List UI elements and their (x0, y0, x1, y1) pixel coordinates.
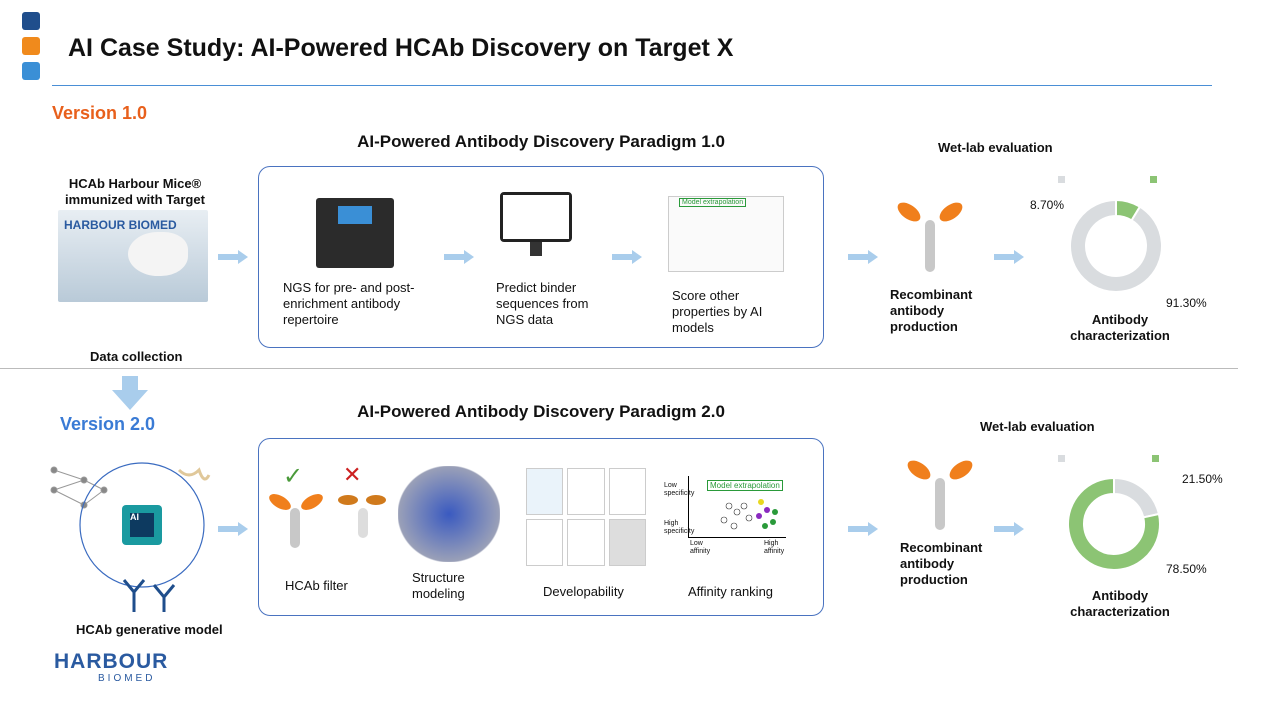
down-arrow-icon (112, 376, 148, 410)
characterization-1-label: Antibody characterization (1070, 312, 1170, 343)
data-collection-label: Data collection (90, 349, 183, 364)
logo-square-blue (22, 62, 40, 80)
logo-square-dark (22, 12, 40, 30)
flow-arrow-icon (218, 250, 248, 264)
donut2-label-green: 78.50% (1166, 562, 1207, 576)
donut-chart-2 (1067, 476, 1161, 571)
characterization-2-label: Antibody characterization (1070, 588, 1170, 619)
flow-arrow-icon (994, 250, 1024, 264)
antibody-icon-2 (907, 460, 973, 530)
axis-low-aff: Low affinity (690, 540, 711, 555)
step-affinity: Affinity ranking (688, 584, 774, 599)
mouse-shape (128, 232, 188, 276)
hcab-antibodies-icon (269, 494, 386, 548)
donut-slice-1 (1067, 476, 1161, 571)
donut-slice-1 (1069, 198, 1163, 293)
paradigm-2-box (258, 438, 824, 616)
flow-arrow-icon (218, 522, 248, 536)
step-hcab-filter: HCAb filter (285, 578, 348, 593)
axis-low-spec: Low specificity (664, 482, 695, 497)
logo-square-orange (22, 37, 40, 55)
legend-green-swatch (1150, 176, 1157, 183)
legend-gray-swatch (1058, 176, 1065, 183)
generative-model-diagram (50, 462, 211, 612)
flow-arrow-icon (994, 522, 1024, 536)
model-extrapolation-label: Model extrapolation (679, 198, 747, 207)
cross-icon: ✕ (343, 462, 362, 487)
score-plot: Model extrapolation (668, 196, 784, 272)
biomed-logo: BIOMED (98, 673, 156, 684)
step-predict: Predict binder sequences from NGS data (496, 280, 589, 327)
flow-arrow-icon (848, 522, 878, 536)
ai-chip-label: AI (130, 512, 139, 522)
donut1-label-gray: 91.30% (1166, 296, 1207, 310)
donut1-label-green: 8.70% (1030, 198, 1065, 212)
step-score: Score other properties by AI models (672, 288, 763, 335)
antibody-icon-1 (897, 202, 963, 272)
monitor-icon (500, 192, 572, 242)
affinity-plot: Model extrapolation (688, 476, 786, 538)
page-title: AI Case Study: AI-Powered HCAb Discovery… (68, 34, 734, 62)
title-rule (52, 85, 1212, 86)
wetlab-1-label: Wet-lab evaluation (938, 140, 1053, 155)
step-structure: Structure modeling (412, 570, 465, 601)
mice-photo: HARBOUR BIOMED (58, 210, 208, 302)
generative-model-label: HCAb generative model (76, 622, 223, 637)
paradigm-2-title: AI-Powered Antibody Discovery Paradigm 2… (357, 402, 725, 421)
version-1-label: Version 1.0 (52, 103, 148, 123)
flow-arrow-icon (848, 250, 878, 264)
recombinant-2-label: Recombinant antibody production (900, 540, 983, 587)
recombinant-1-label: Recombinant antibody production (890, 287, 973, 334)
step-developability: Developability (543, 584, 624, 599)
flow-arrow-icon (612, 250, 642, 264)
axis-high-aff: High affinity (764, 540, 785, 555)
wetlab-2-label: Wet-lab evaluation (980, 419, 1095, 434)
version-2-label: Version 2.0 (60, 414, 156, 434)
developability-grid (526, 468, 646, 566)
legend2-gray-swatch (1058, 455, 1065, 462)
structure-model-image (398, 466, 500, 562)
axis-high-spec: High specificity (664, 520, 695, 535)
check-icon: ✓ (283, 463, 304, 490)
paradigm-1-title: AI-Powered Antibody Discovery Paradigm 1… (357, 132, 725, 151)
sequencer-icon (316, 198, 394, 268)
monitor-stand (530, 242, 542, 256)
section-divider (0, 368, 1238, 369)
mice-label: HCAb Harbour Mice® immunized with Target (65, 176, 205, 207)
paradigm-1-box (258, 166, 824, 348)
donut2-label-gray: 21.50% (1182, 472, 1223, 486)
donut-slice-0 (1113, 476, 1161, 519)
step-ngs: NGS for pre- and post-enrichment antibod… (283, 280, 415, 327)
legend2-green-swatch (1152, 455, 1159, 462)
model-extrapolation-label-2: Model extrapolation (707, 480, 783, 491)
flow-arrow-icon (444, 250, 474, 264)
harbour-logo: HARBOUR (54, 650, 169, 673)
donut-chart-1 (1069, 198, 1163, 293)
mice-photo-logo: HARBOUR BIOMED (64, 218, 177, 232)
